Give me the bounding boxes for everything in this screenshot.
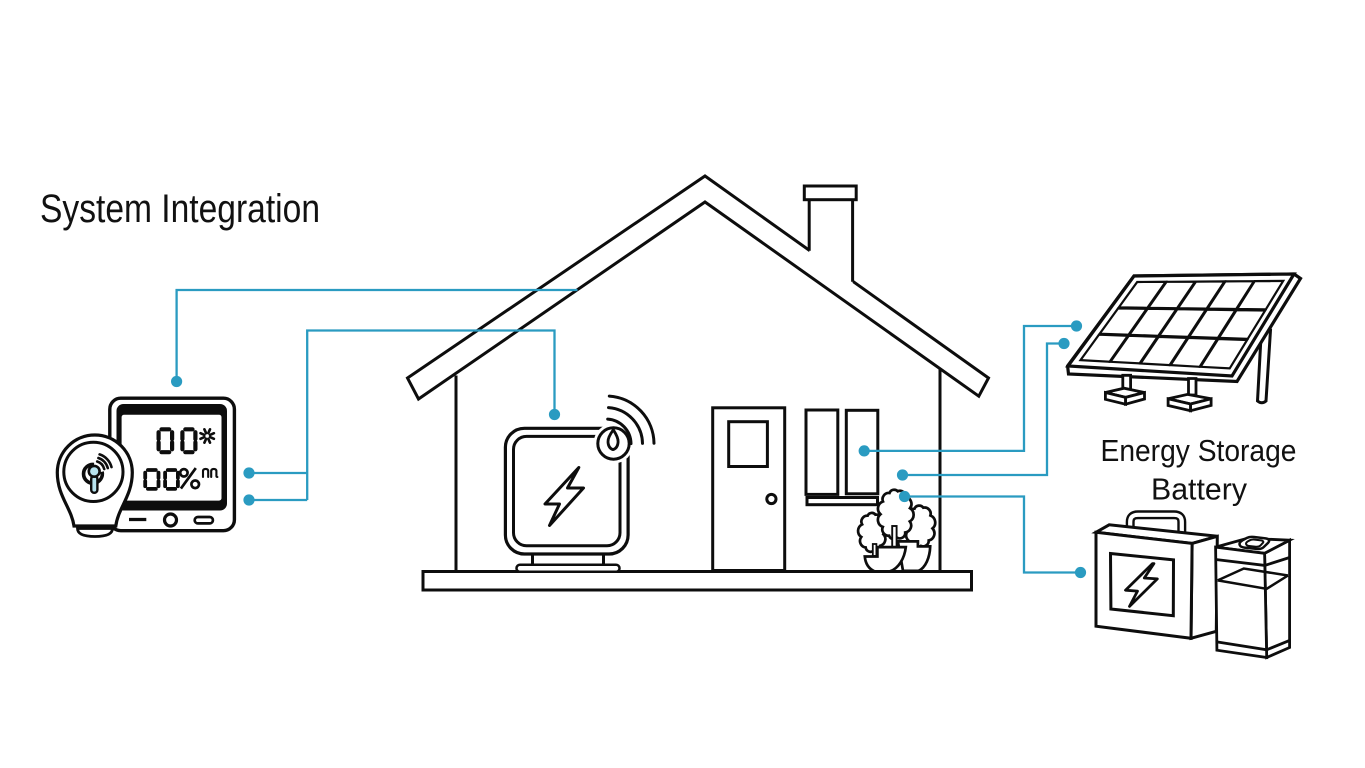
- svg-text:Battery: Battery: [1151, 472, 1247, 507]
- svg-text:System Integration: System Integration: [40, 187, 320, 231]
- svg-text:Energy Storage: Energy Storage: [1101, 433, 1297, 468]
